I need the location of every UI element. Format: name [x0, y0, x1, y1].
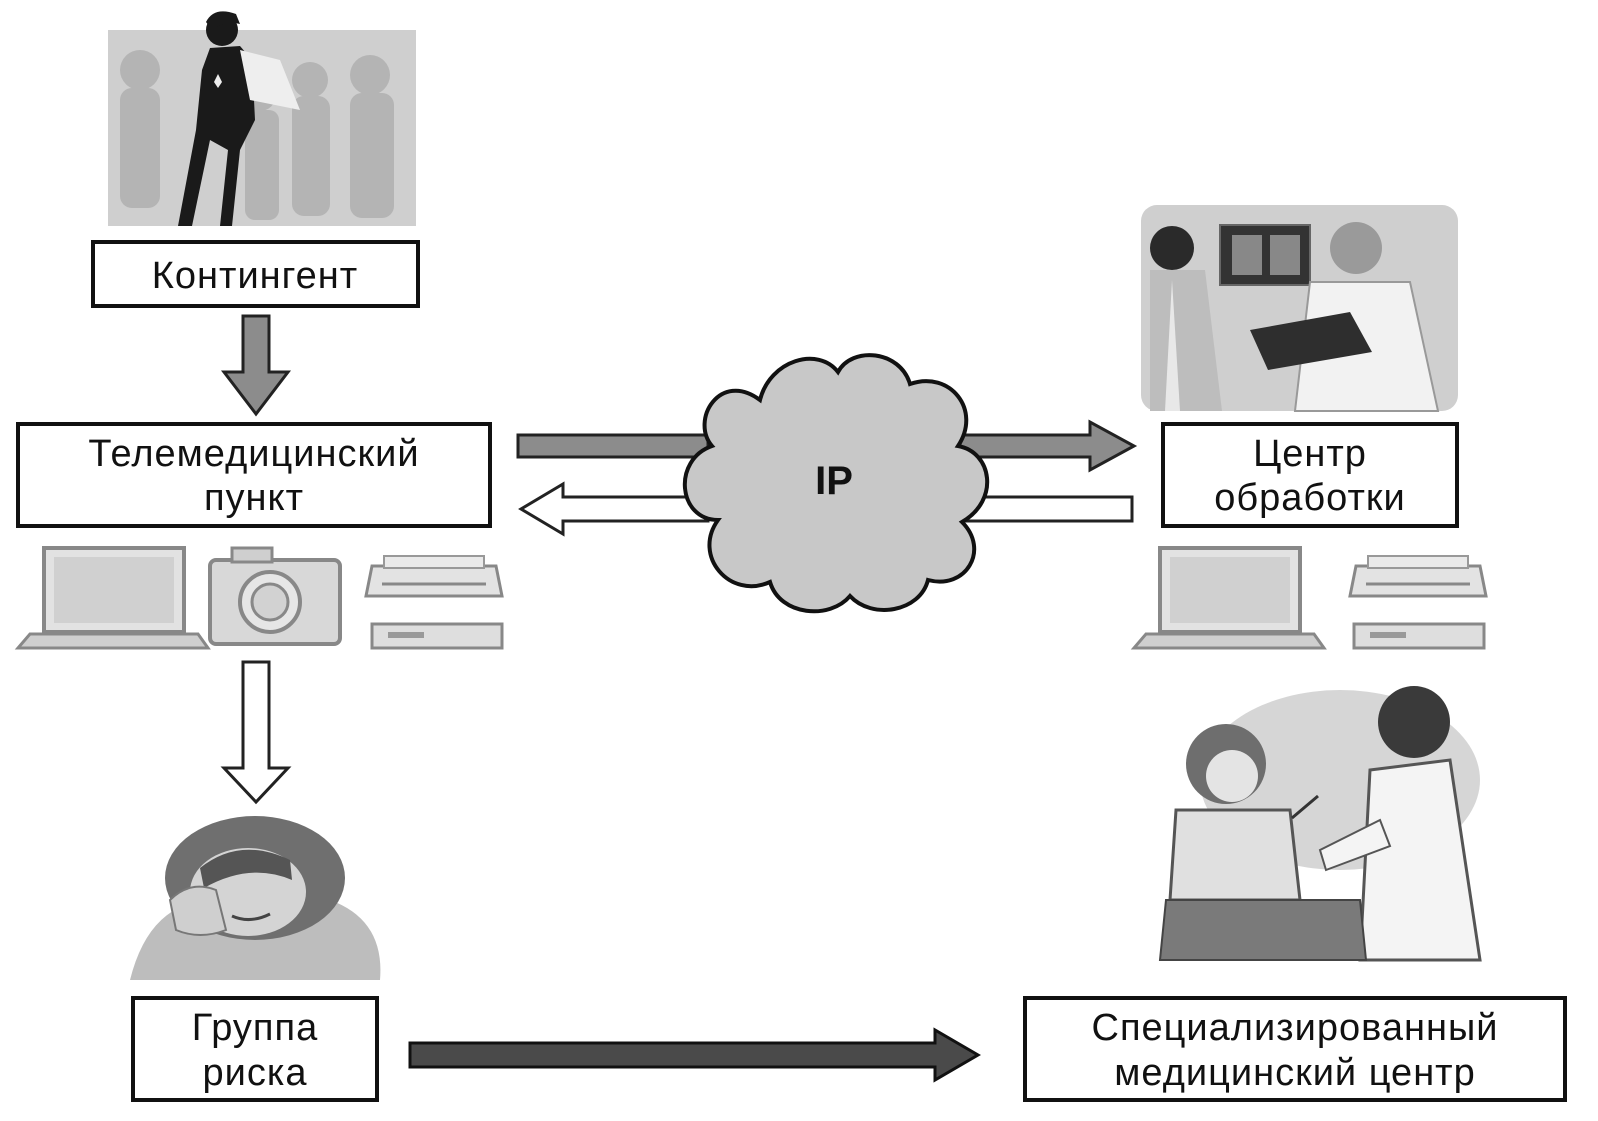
- arrow-cloud-to-telemedicine: [518, 481, 710, 537]
- arrow-telemedicine-to-risk-group: [220, 660, 292, 805]
- node-processing-center-line1: Центр: [1253, 433, 1367, 475]
- printer-icon: [364, 555, 504, 650]
- doctors-reviewing-xray-illustration: [1141, 205, 1458, 412]
- node-specialized-center-line2: медицинский центр: [1114, 1052, 1475, 1094]
- walking-woman-crowd-illustration: [108, 11, 416, 226]
- ip-cloud: IP: [683, 353, 989, 614]
- camera-icon: [208, 546, 342, 646]
- node-risk-group: Группа риска: [131, 996, 379, 1102]
- cloud-ip-label: IP: [815, 459, 853, 503]
- node-telemedicine-point-line2: пункт: [204, 477, 304, 519]
- laptop-icon: [1130, 546, 1327, 650]
- node-telemedicine-point: Телемедицинский пункт: [16, 422, 492, 528]
- arrow-cloud-to-processing-center: [958, 419, 1138, 473]
- node-specialized-center: Специализированный медицинский центр: [1023, 996, 1567, 1102]
- node-risk-group-line2: риска: [203, 1052, 308, 1094]
- arrow-risk-group-to-specialized-center: [408, 1027, 981, 1083]
- doctor-vaccinating-child-illustration: [1158, 686, 1482, 962]
- arrow-processing-center-to-cloud: [958, 495, 1134, 523]
- printer-icon: [1348, 555, 1488, 650]
- node-specialized-center-line1: Специализированный: [1092, 1007, 1499, 1049]
- worried-woman-illustration: [130, 816, 381, 980]
- arrow-telemedicine-to-cloud: [516, 433, 710, 459]
- node-contingent: Контингент: [91, 240, 420, 308]
- arrow-contingent-to-telemedicine: [220, 314, 292, 417]
- node-contingent-label: Контингент: [152, 255, 358, 297]
- node-processing-center: Центр обработки: [1161, 422, 1459, 528]
- laptop-icon: [14, 546, 211, 650]
- node-processing-center-line2: обработки: [1214, 477, 1406, 519]
- node-telemedicine-point-line1: Телемедицинский: [88, 433, 419, 475]
- node-risk-group-line1: Группа: [192, 1007, 318, 1049]
